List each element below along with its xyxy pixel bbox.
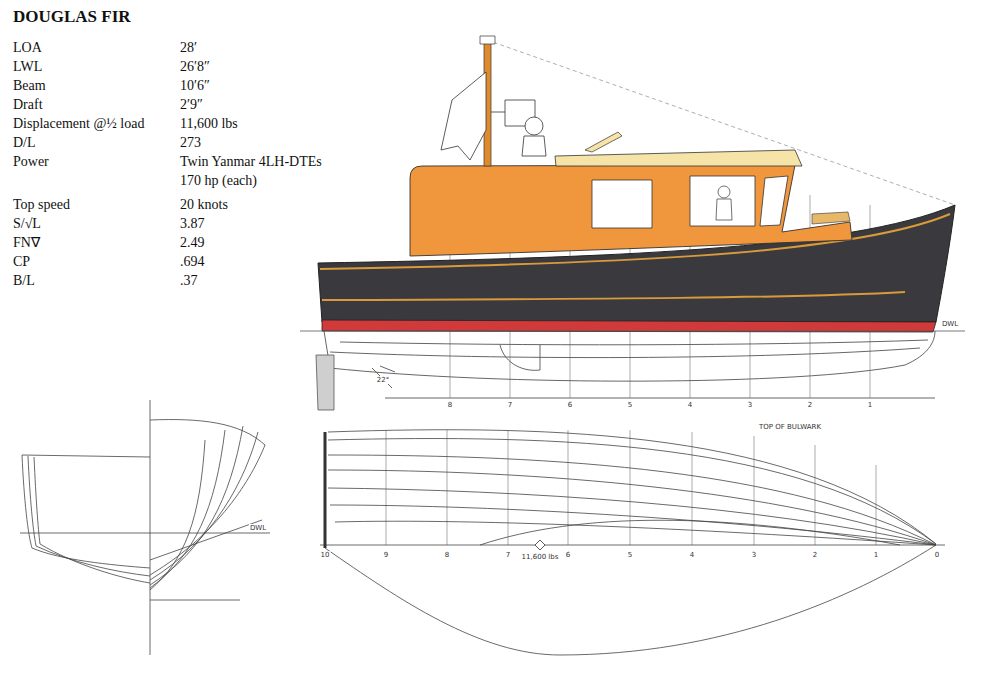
spec-label: Beam (13, 78, 46, 94)
spec-value: 20 knots (180, 197, 228, 213)
spec-value: 2′9″ (180, 97, 203, 113)
drawing-label: DWL (941, 320, 959, 328)
hatch (812, 212, 850, 224)
spec-value: Twin Yanmar 4LH-DTEs (180, 154, 322, 170)
spec-value: .37 (180, 273, 198, 289)
station-number: 0 (934, 551, 940, 559)
spec-label: Draft (13, 97, 43, 113)
spec-label: LWL (13, 59, 42, 75)
spec-label: LOA (13, 40, 42, 56)
drawing-label: 11,600 lbs (521, 553, 560, 561)
spec-value: 10′6″ (180, 78, 210, 94)
bracket (491, 112, 505, 113)
station-number: 4 (687, 401, 693, 409)
spec-label: S/√L (13, 216, 41, 232)
station-number: 5 (627, 401, 633, 409)
windows (592, 176, 788, 228)
station-number: 4 (689, 551, 695, 559)
station-number: 6 (567, 401, 573, 409)
lcb-mark (535, 540, 545, 550)
spec-label: Power (13, 154, 49, 170)
pilothouse-roof (555, 150, 802, 166)
spec-value: 170 hp (each) (180, 173, 257, 189)
title: DOUGLAS FIR (13, 7, 131, 27)
spec-label: D/L (13, 135, 36, 151)
station-number: 7 (505, 551, 511, 559)
station-number: 10 (320, 551, 331, 559)
boot-top (322, 320, 936, 332)
station-number: 1 (873, 551, 879, 559)
windscreen (585, 132, 622, 152)
spec-value: 26′8″ (180, 59, 210, 75)
transom (324, 432, 327, 548)
spec-label: Top speed (13, 197, 70, 213)
station-number: 3 (747, 401, 753, 409)
station-number: 8 (447, 401, 453, 409)
figure-flybridge (522, 117, 546, 156)
spec-value: .694 (180, 254, 205, 270)
cabin (410, 165, 852, 256)
masthead-light (480, 36, 495, 44)
flag (441, 72, 486, 160)
spec-value: 273 (180, 135, 201, 151)
spec-value: 3.87 (180, 216, 205, 232)
station-number: 9 (383, 551, 389, 559)
station-number: 1 (867, 401, 873, 409)
station-number: 2 (807, 401, 813, 409)
station-number: 3 (751, 551, 757, 559)
spec-value: 2.49 (180, 235, 205, 251)
underwater-lines (324, 331, 935, 398)
station-number: 7 (507, 401, 513, 409)
drawing-label: TOP OF BULWARK (758, 423, 822, 431)
spec-label: CP (13, 254, 30, 270)
spec-value: 28′ (180, 40, 197, 56)
half-breadth-plan (320, 430, 945, 655)
spec-label: B/L (13, 273, 35, 289)
spec-label: FN∇ (13, 235, 40, 251)
rudder (316, 355, 334, 410)
figure-helm (716, 186, 732, 220)
station-number: 6 (565, 551, 571, 559)
drawing-label: DWL (249, 524, 267, 532)
body-plan (20, 400, 270, 655)
station-number: 8 (444, 551, 450, 559)
station-number: 5 (627, 551, 633, 559)
rub-strake (322, 292, 905, 300)
spec-label: Displacement @½ load (13, 116, 144, 132)
waterline (300, 331, 965, 332)
spec-value: 11,600 lbs (180, 116, 238, 132)
station-number: 2 (812, 551, 818, 559)
angle-label: 22° (376, 376, 390, 384)
